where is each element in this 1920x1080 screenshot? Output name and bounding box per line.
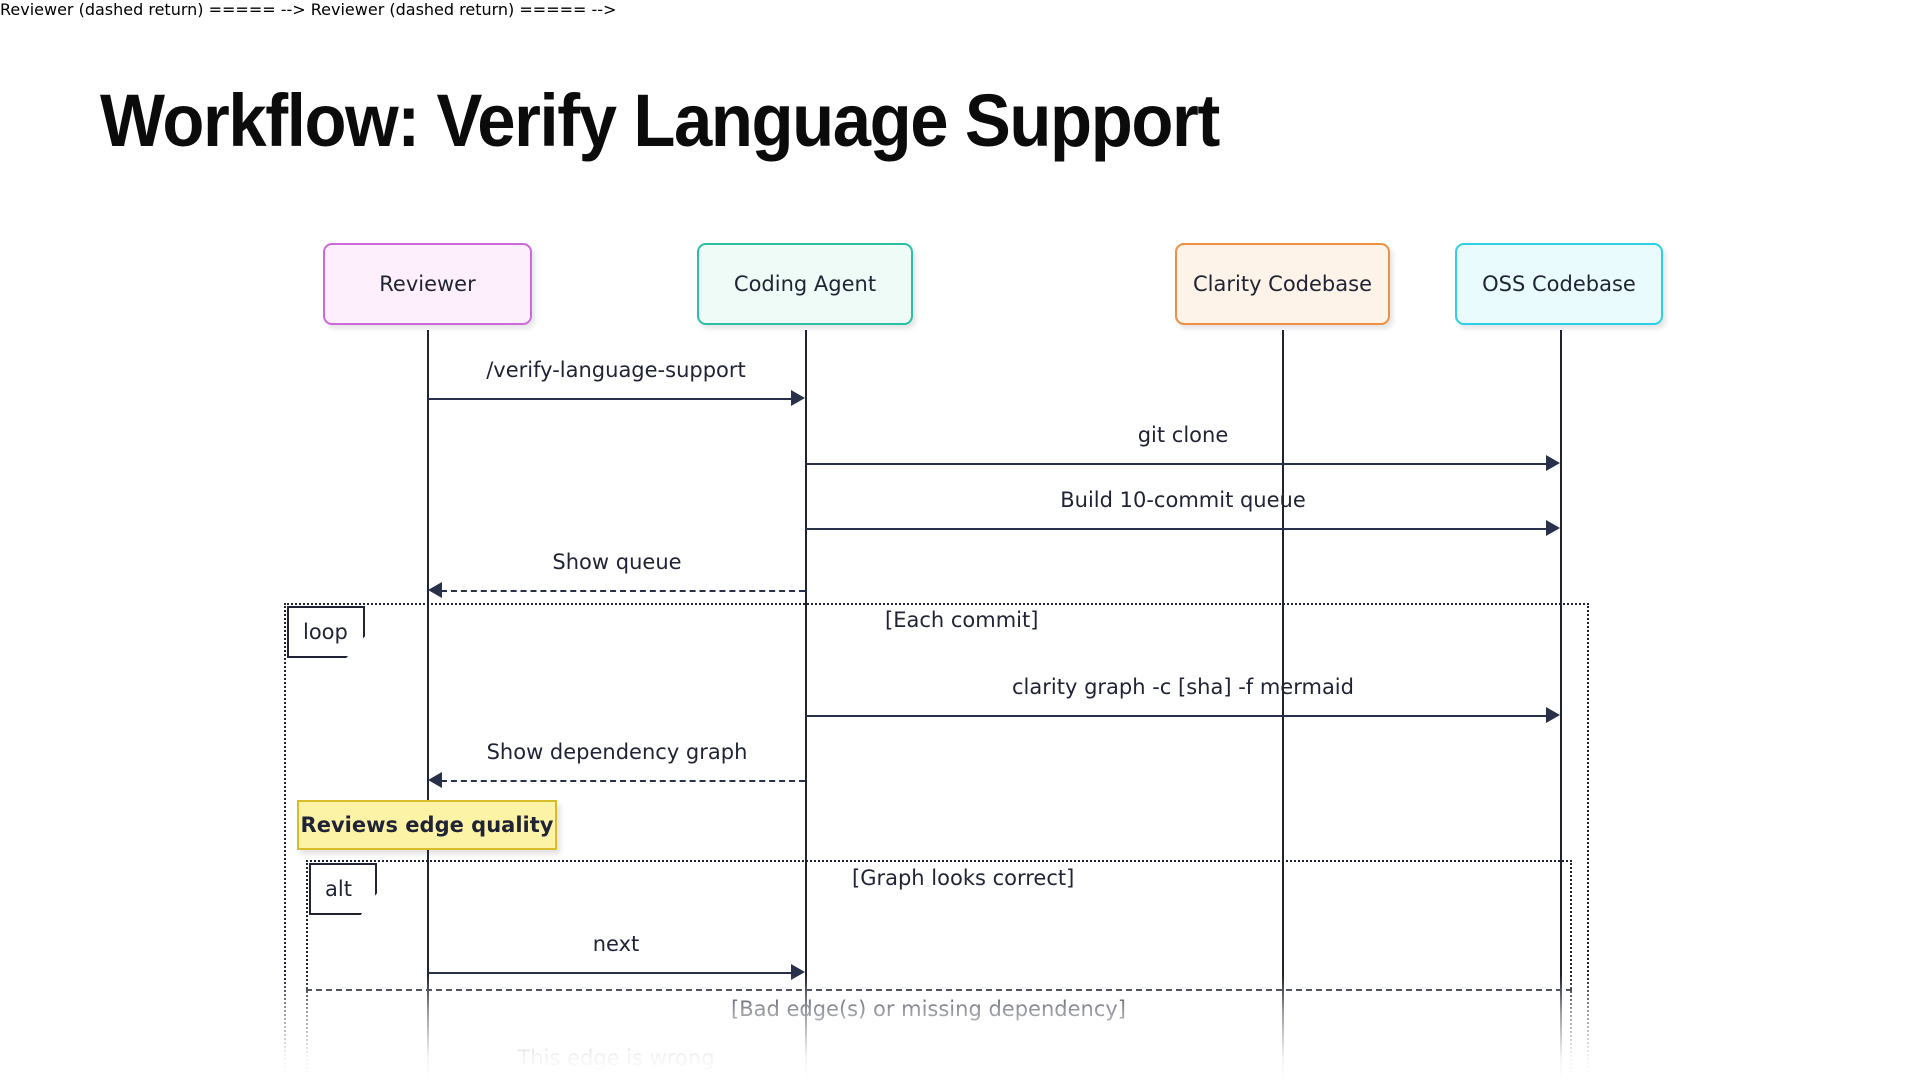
note-text: Reviews edge quality: [300, 813, 554, 837]
message-label-next: next: [592, 932, 640, 956]
message-label-show-dependency-graph: Show dependency graph: [486, 740, 748, 764]
message-label-build-queue: Build 10-commit queue: [1060, 488, 1306, 512]
fragment-alt: [306, 860, 1572, 1080]
participant-coding-agent[interactable]: Coding Agent: [697, 243, 913, 325]
lifeline-clarity: [1282, 330, 1284, 1080]
message-arrowhead-show-dependency-graph: [428, 772, 442, 788]
message-line-build-queue: [806, 528, 1547, 530]
message-label-clarity-graph: clarity graph -c [sha] -f mermaid: [1012, 675, 1354, 699]
participant-label: OSS Codebase: [1482, 272, 1636, 296]
fragment-alt-condition: [Graph looks correct]: [852, 866, 1075, 890]
message-label-this-edge-is-wrong: This edge is wrong: [517, 1046, 715, 1070]
message-label-git-clone: git clone: [1137, 423, 1229, 447]
fragment-loop-tag: loop: [287, 606, 365, 658]
participant-label: Reviewer: [379, 272, 476, 296]
message-line-next: [428, 972, 792, 974]
message-arrowhead-show-queue: [428, 582, 442, 598]
message-arrowhead-clarity-graph: [1546, 707, 1560, 723]
lifeline-agent: [805, 330, 807, 1080]
fragment-loop: [284, 603, 1589, 1080]
lifeline-oss: [1560, 330, 1562, 1080]
fragment-alt-tag: alt: [309, 863, 377, 915]
fragment-alt-label: alt: [325, 877, 352, 901]
lifeline-reviewer: [427, 330, 429, 1080]
fragment-loop-condition: [Each commit]: [885, 608, 1039, 632]
message-line-show-queue: [441, 590, 805, 592]
note-reviews-edge-quality: Reviews edge quality: [297, 800, 557, 850]
message-arrowhead-next: [791, 964, 805, 980]
message-arrowhead-git-clone: [1546, 455, 1560, 471]
participant-label: Clarity Codebase: [1193, 272, 1372, 296]
participant-clarity-codebase[interactable]: Clarity Codebase: [1175, 243, 1390, 325]
participant-reviewer[interactable]: Reviewer: [323, 243, 532, 325]
message-label-show-queue: Show queue: [552, 550, 682, 574]
page-title: Workflow: Verify Language Support: [100, 79, 1220, 162]
message-label-verify-language-support: /verify-language-support: [486, 358, 746, 382]
message-arrowhead-verify-language-support: [791, 390, 805, 406]
message-line-git-clone: [806, 463, 1547, 465]
message-arrowhead-build-queue: [1546, 520, 1560, 536]
participant-label: Coding Agent: [733, 272, 877, 296]
fragment-alt-else-divider: [306, 989, 1572, 991]
message-line-show-dependency-graph: [441, 780, 805, 782]
fragment-loop-label: loop: [303, 620, 348, 644]
fragment-alt-else-condition: [Bad edge(s) or missing dependency]: [731, 997, 1126, 1021]
participant-oss-codebase[interactable]: OSS Codebase: [1455, 243, 1663, 325]
message-line-verify-language-support: [428, 398, 792, 400]
message-line-clarity-graph: [806, 715, 1547, 717]
